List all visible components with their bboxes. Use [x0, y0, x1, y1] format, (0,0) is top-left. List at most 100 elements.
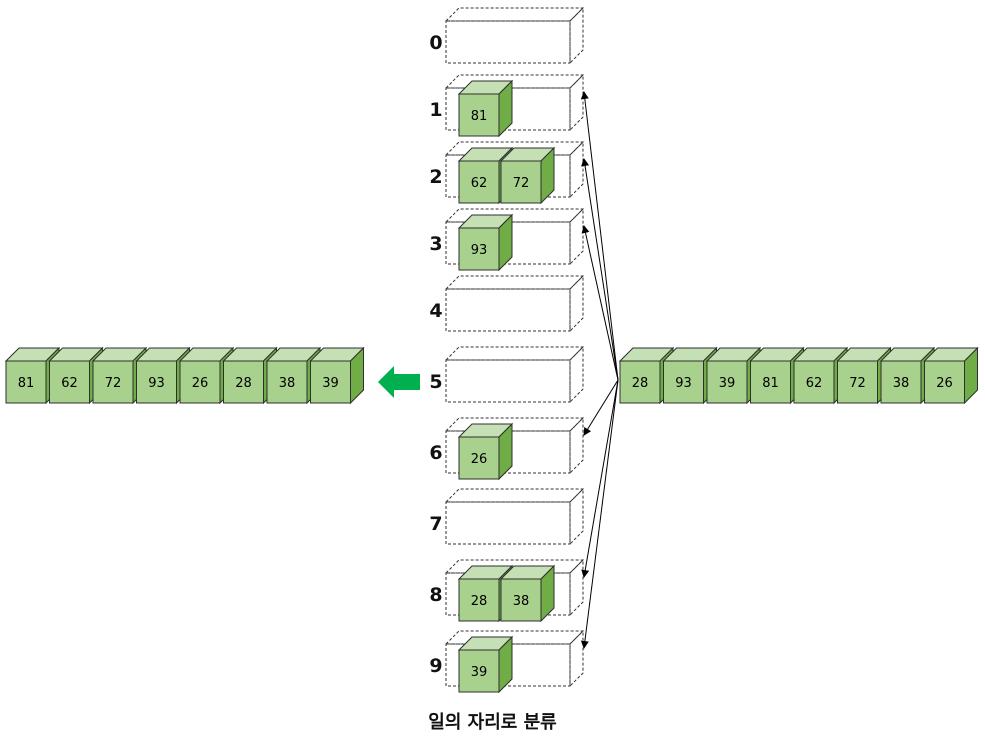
bucket-4: 4	[429, 274, 585, 333]
bucket-item-cube: 26	[457, 422, 514, 481]
bucket-label: 2	[429, 166, 442, 188]
distribution-arrows	[580, 91, 619, 649]
bucket-label: 6	[429, 442, 442, 464]
cube-value: 39	[322, 376, 339, 391]
cube-value: 81	[18, 376, 35, 391]
cube-value: 72	[105, 376, 122, 391]
bucket-side-face	[569, 6, 584, 65]
cube-front-face	[837, 360, 878, 404]
bucket-side-face	[569, 73, 584, 132]
cube-front-face	[179, 360, 221, 404]
bucket-item-cube: 72	[499, 146, 556, 205]
bucket-3: 3 93	[429, 207, 585, 272]
bucket-label: 7	[429, 513, 442, 535]
cube-front-face	[92, 360, 134, 404]
distribution-arrow	[583, 379, 619, 436]
cube-front-face	[266, 360, 308, 404]
bucket-side-face	[569, 558, 584, 617]
bucket-item-cube: 81	[457, 79, 514, 138]
cube-front-face	[880, 360, 922, 404]
bucket-8: 8 28 38	[429, 558, 585, 623]
distribution-arrow	[581, 158, 619, 381]
cube-front-face	[458, 227, 500, 271]
cube-front-face	[793, 360, 835, 404]
cube-front-face	[458, 93, 500, 137]
cube-value: 28	[632, 376, 649, 391]
bucket-top-face	[444, 275, 585, 290]
cube-front-face	[500, 160, 542, 204]
cube-value: 26	[192, 376, 209, 391]
bucket-label: 0	[429, 32, 442, 54]
bucket-top-face	[444, 346, 585, 361]
cube-front-face	[750, 360, 791, 404]
distribution-arrow	[581, 225, 619, 381]
cube-value: 93	[471, 243, 488, 258]
bucket-front-face	[445, 501, 571, 545]
cube-front-face	[458, 436, 500, 480]
cube-value: 72	[513, 176, 530, 191]
bucket-front-face	[445, 359, 571, 403]
bucket-item-cube: 38	[499, 564, 556, 623]
bucket-9: 9 39	[429, 629, 585, 694]
bucket-label: 9	[429, 655, 442, 677]
cube-value: 28	[471, 594, 488, 609]
distribution-arrow	[580, 379, 619, 649]
bucket-front-face	[445, 288, 571, 332]
cube-front-face	[706, 360, 748, 404]
cube-value: 62	[471, 176, 488, 191]
cube-value: 26	[471, 452, 488, 467]
output-cube: 39	[309, 346, 365, 405]
cube-front-face	[663, 360, 704, 404]
cube-front-face	[136, 360, 177, 404]
cube-front-face	[310, 360, 351, 404]
cube-value: 93	[675, 376, 692, 391]
bucket-item-cube: 93	[457, 213, 514, 272]
cube-front-face	[924, 360, 965, 404]
bucket-label: 8	[429, 584, 442, 606]
bucket-5: 5	[429, 345, 585, 404]
bucket-0: 0	[429, 6, 585, 65]
cube-value: 38	[893, 376, 910, 391]
distribution-arrow	[581, 379, 619, 578]
input-cube: 72	[836, 346, 892, 405]
input-cube: 38	[879, 346, 936, 405]
bucket-7: 7	[429, 487, 585, 546]
collect-arrow-icon	[378, 366, 420, 398]
distribution-arrow	[580, 91, 619, 381]
bucket-side-face	[569, 416, 584, 475]
cube-front-face	[458, 160, 500, 204]
cube-value: 38	[513, 594, 530, 609]
bucket-item-cube: 39	[457, 635, 514, 694]
cube-value: 93	[148, 376, 165, 391]
bucket-2: 2 62 72	[429, 140, 585, 205]
cube-front-face	[619, 360, 661, 404]
cube-value: 81	[471, 109, 488, 124]
bucket-side-face	[569, 629, 584, 688]
bucket-top-face	[444, 488, 585, 503]
cube-front-face	[458, 578, 500, 622]
bucket-top-face	[444, 7, 585, 22]
cube-front-face	[223, 360, 264, 404]
cube-value: 72	[849, 376, 866, 391]
bucket-side-face	[569, 345, 584, 404]
cube-value: 81	[762, 376, 779, 391]
cube-value: 26	[936, 376, 953, 391]
diagram-caption: 일의 자리로 분류	[428, 712, 557, 733]
bucket-front-face	[445, 20, 571, 64]
bucket-label: 4	[429, 300, 442, 322]
bucket-side-face	[569, 140, 584, 199]
bucket-side-face	[569, 274, 584, 333]
cube-value: 28	[235, 376, 252, 391]
input-cube: 26	[923, 346, 979, 405]
bucket-label: 5	[429, 371, 442, 393]
bucket-label: 1	[429, 99, 442, 121]
cube-front-face	[458, 649, 500, 693]
bucket-side-face	[569, 487, 584, 546]
cube-value: 38	[279, 376, 296, 391]
cube-value: 39	[471, 665, 488, 680]
bucket-label: 3	[429, 233, 442, 255]
